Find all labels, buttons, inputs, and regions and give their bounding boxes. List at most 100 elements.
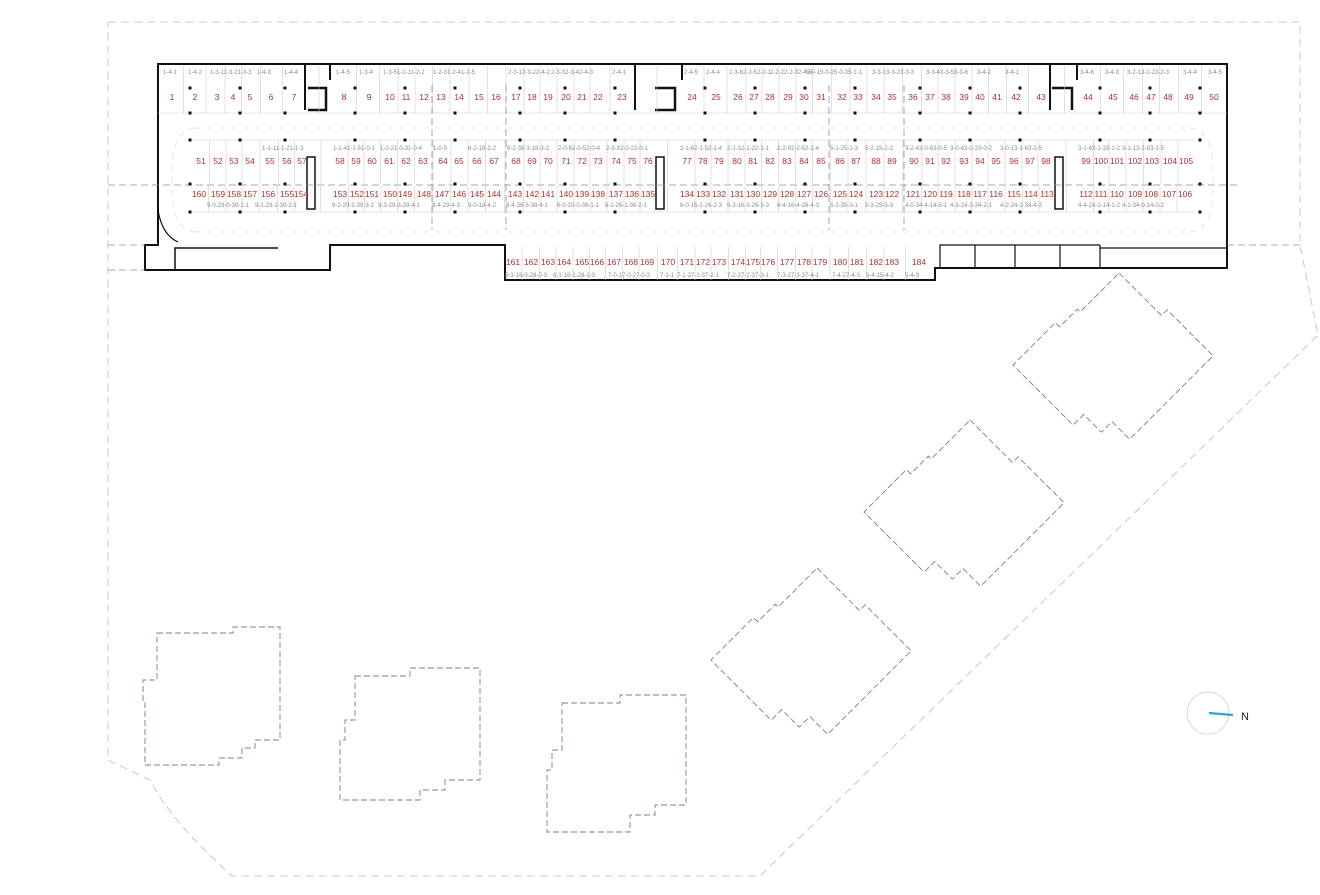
column xyxy=(188,111,192,115)
storage-unit-label: 2-1-62-1-52-1-4 xyxy=(680,146,723,152)
column xyxy=(188,86,192,90)
column xyxy=(918,86,922,90)
parking-space-158: 158 xyxy=(227,189,241,199)
storage-unit-label: 3-0-43-0-33-0-2 xyxy=(950,146,993,152)
storage-unit-label: 3-3-13-3-23-3-3 xyxy=(872,70,915,76)
column xyxy=(1148,182,1152,186)
parking-space-32: 32 xyxy=(837,92,847,102)
compass-circle-icon xyxy=(1186,691,1230,735)
parking-space-174: 174 xyxy=(731,257,745,267)
parking-space-70: 70 xyxy=(543,156,553,166)
parking-space-57: 57 xyxy=(297,156,307,166)
parking-space-101: 101 xyxy=(1110,156,1124,166)
storage-unit-label: 3-1-43-1-33-1-2 xyxy=(1078,146,1121,152)
parking-space-8: 8 xyxy=(342,92,347,102)
column xyxy=(703,210,707,214)
column xyxy=(753,86,757,90)
storage-unit-label: 8-2-38-3-18-3-2 xyxy=(507,146,550,152)
column xyxy=(918,182,922,186)
parking-space-45: 45 xyxy=(1108,92,1118,102)
column xyxy=(703,138,707,142)
storage-unit-label: 3-2-13-2-23-2-3 xyxy=(1127,70,1170,76)
storage-unit-label: 5-0-15-0-25-0-35-1-1 xyxy=(806,70,863,76)
parking-space-143: 143 xyxy=(508,189,522,199)
parking-space-41: 41 xyxy=(992,92,1002,102)
parking-space-83: 83 xyxy=(782,156,792,166)
column xyxy=(453,182,457,186)
parking-space-134: 134 xyxy=(680,189,694,199)
parking-space-160: 160 xyxy=(192,189,206,199)
storage-unit-label: 7-3-27-3-37-4-1 xyxy=(777,273,820,279)
building-2 xyxy=(339,667,481,801)
parking-space-104: 104 xyxy=(1163,156,1177,166)
storage-unit-label: 1-3-51-2-11-2-2 xyxy=(383,70,425,76)
column xyxy=(518,210,522,214)
parking-space-31: 31 xyxy=(816,92,826,102)
storage-unit-label: 5-3-25-3-3 xyxy=(865,203,894,209)
column xyxy=(968,86,972,90)
parking-space-56: 56 xyxy=(282,156,292,166)
parking-space-25: 25 xyxy=(711,92,721,102)
north-compass: N xyxy=(1186,691,1249,735)
building-4 xyxy=(710,567,912,735)
storage-unit-label: 1-0-21-0-31-0-4 xyxy=(380,146,423,152)
column xyxy=(918,111,922,115)
building-5 xyxy=(863,419,1065,587)
parking-space-94: 94 xyxy=(975,156,985,166)
column xyxy=(403,138,407,142)
storage-unit-label: 3-2-43-0-63-0-5 xyxy=(905,146,948,152)
parking-space-5: 5 xyxy=(248,92,253,102)
storage-unit-label: 2-4-1 xyxy=(612,70,627,76)
parking-space-149: 149 xyxy=(398,189,412,199)
column xyxy=(853,182,857,186)
parking-space-63: 63 xyxy=(418,156,428,166)
column xyxy=(753,138,757,142)
column xyxy=(403,86,407,90)
storage-unit-label: 1-3-11-3-21-3-3 xyxy=(210,70,252,76)
parking-space-177: 177 xyxy=(780,257,794,267)
column xyxy=(403,210,407,214)
parking-space-141: 141 xyxy=(541,189,555,199)
storage-unit-label: 6-4-16-4-26-4-3 xyxy=(777,203,820,209)
parking-space-17: 17 xyxy=(511,92,521,102)
column xyxy=(403,182,407,186)
parking-space-110: 110 xyxy=(1110,189,1124,199)
parking-space-71: 71 xyxy=(561,156,571,166)
parking-space-157: 157 xyxy=(243,189,257,199)
parking-space-114: 114 xyxy=(1024,189,1038,199)
column xyxy=(613,111,617,115)
storage-unit-label: 8-4-38-3-38-4-1 xyxy=(506,203,549,209)
parking-space-84: 84 xyxy=(799,156,809,166)
column xyxy=(563,111,567,115)
storage-unit-label: 1-4-1 xyxy=(163,70,178,76)
parking-space-152: 152 xyxy=(350,189,364,199)
column xyxy=(283,111,287,115)
column xyxy=(283,210,287,214)
storage-unit-label: 6-0-16-2-26-2-3 xyxy=(680,203,723,209)
storage-unit-label: 6-3-16-3-26-3-3 xyxy=(727,203,770,209)
column xyxy=(803,182,807,186)
parking-space-147: 147 xyxy=(435,189,449,199)
parking-space-12: 12 xyxy=(419,92,429,102)
parking-space-68: 68 xyxy=(511,156,521,166)
parking-space-3: 3 xyxy=(215,92,220,102)
storage-unit-label: 2-0-62-0-52-0-4 xyxy=(558,146,601,152)
building-6 xyxy=(1012,272,1214,440)
parking-space-34: 34 xyxy=(871,92,881,102)
column xyxy=(1018,210,1022,214)
parking-space-100: 100 xyxy=(1094,156,1108,166)
parking-space-181: 181 xyxy=(850,257,864,267)
column xyxy=(853,210,857,214)
parking-space-59: 59 xyxy=(351,156,361,166)
storage-unit-label: 8-2-18-2-2 xyxy=(468,146,497,152)
column xyxy=(238,86,242,90)
column xyxy=(518,111,522,115)
column xyxy=(518,138,522,142)
column xyxy=(453,111,457,115)
storage-unit-label: 7-0-17-0-27-0-3 xyxy=(608,273,651,279)
storage-unit-label: 4-2-24-2-34-4-3 xyxy=(1000,203,1043,209)
aisle-markings xyxy=(171,127,1214,233)
parking-space-165: 165 xyxy=(575,257,589,267)
storage-unit-label: 3-1-13-2-63-2-5 xyxy=(1122,146,1165,152)
parking-space-123: 123 xyxy=(869,189,883,199)
